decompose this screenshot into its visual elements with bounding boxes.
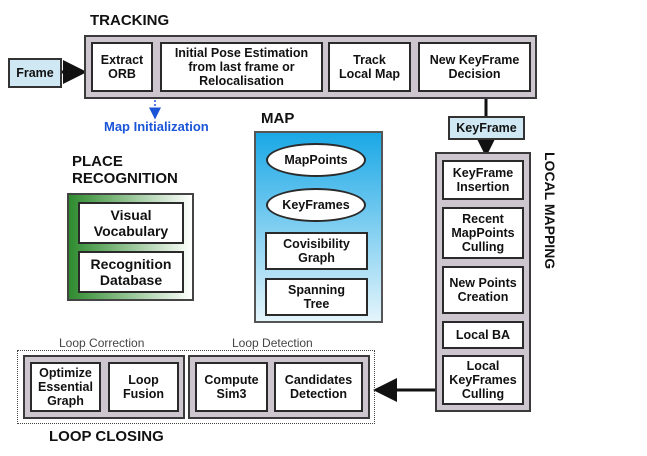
loop-correction-label: Loop Correction — [57, 336, 147, 350]
spanning-tree-box: Spanning Tree — [265, 278, 368, 316]
frame-box: Frame — [8, 58, 62, 88]
covisibility-graph-box: Covisibility Graph — [265, 232, 368, 270]
loop-fusion-box: Loop Fusion — [108, 362, 179, 412]
extract-orb-box: Extract ORB — [91, 42, 153, 92]
loop-closing-outer-border — [17, 350, 375, 424]
recent-mappoints-culling-box: Recent MapPoints Culling — [442, 207, 524, 259]
keyframe-label: KeyFrame — [456, 121, 517, 135]
map-title: MAP — [261, 110, 295, 127]
track-local-map-box: Track Local Map — [328, 42, 411, 92]
initial-pose-box: Initial Pose Estimation from last frame … — [160, 42, 323, 92]
local-keyframes-culling-box: Local KeyFrames Culling — [442, 355, 524, 405]
local-mapping-title: LOCAL MAPPING — [542, 152, 558, 270]
compute-sim3-box: Compute Sim3 — [195, 362, 268, 412]
new-keyframe-decision-box: New KeyFrame Decision — [418, 42, 531, 92]
candidates-detection-box: Candidates Detection — [274, 362, 363, 412]
loop-detection-label: Loop Detection — [230, 336, 315, 350]
mappoints-oval: MapPoints — [266, 143, 366, 177]
keyframes-oval: KeyFrames — [266, 188, 366, 222]
recognition-database-box: Recognition Database — [78, 251, 184, 293]
optimize-essential-graph-box: Optimize Essential Graph — [30, 362, 101, 412]
local-ba-box: Local BA — [442, 321, 524, 349]
tracking-title: TRACKING — [90, 12, 170, 29]
place-recognition-title: PLACE RECOGNITION — [72, 153, 178, 187]
frame-label: Frame — [16, 66, 54, 80]
map-initialization-label: Map Initialization — [104, 119, 209, 134]
loop-closing-title: LOOP CLOSING — [49, 428, 164, 445]
new-points-creation-box: New Points Creation — [442, 266, 524, 314]
keyframe-box: KeyFrame — [448, 116, 525, 140]
keyframe-insertion-box: KeyFrame Insertion — [442, 160, 524, 200]
visual-vocabulary-box: Visual Vocabulary — [78, 202, 184, 244]
